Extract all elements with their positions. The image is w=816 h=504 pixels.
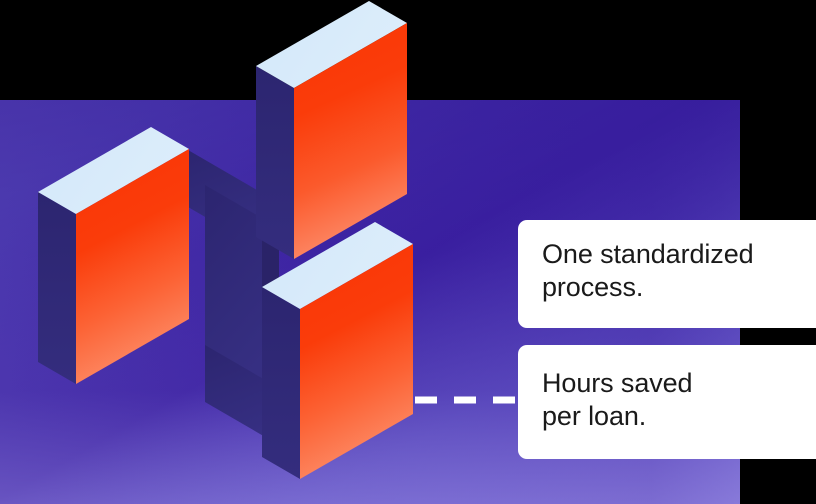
bar-right-front-face xyxy=(300,244,413,479)
bar-left-front-face xyxy=(76,149,189,384)
callout-card-hours-line1: Hours saved xyxy=(542,368,693,398)
bar-center-side-face xyxy=(256,66,294,259)
bar-center-top-face xyxy=(256,1,407,88)
bar-right-front xyxy=(262,222,413,479)
callout-card-process-line2: process. xyxy=(542,271,644,302)
bar-center-front-face xyxy=(294,23,407,259)
bar-right-side-face xyxy=(262,287,300,479)
bar-left-top-face xyxy=(38,127,189,214)
bar-left xyxy=(38,127,189,384)
callout-card-hours-line2: per loan. xyxy=(542,400,647,431)
bar-right-top-face xyxy=(262,222,413,309)
callout-card-process-line1: One standardized xyxy=(542,239,754,269)
callout-card-process[interactable]: One standardized process. xyxy=(518,220,816,328)
bar-left-side-face xyxy=(38,192,76,384)
callout-card-hours[interactable]: Hours saved per loan. xyxy=(518,345,816,459)
bar-center-tall xyxy=(256,1,407,259)
